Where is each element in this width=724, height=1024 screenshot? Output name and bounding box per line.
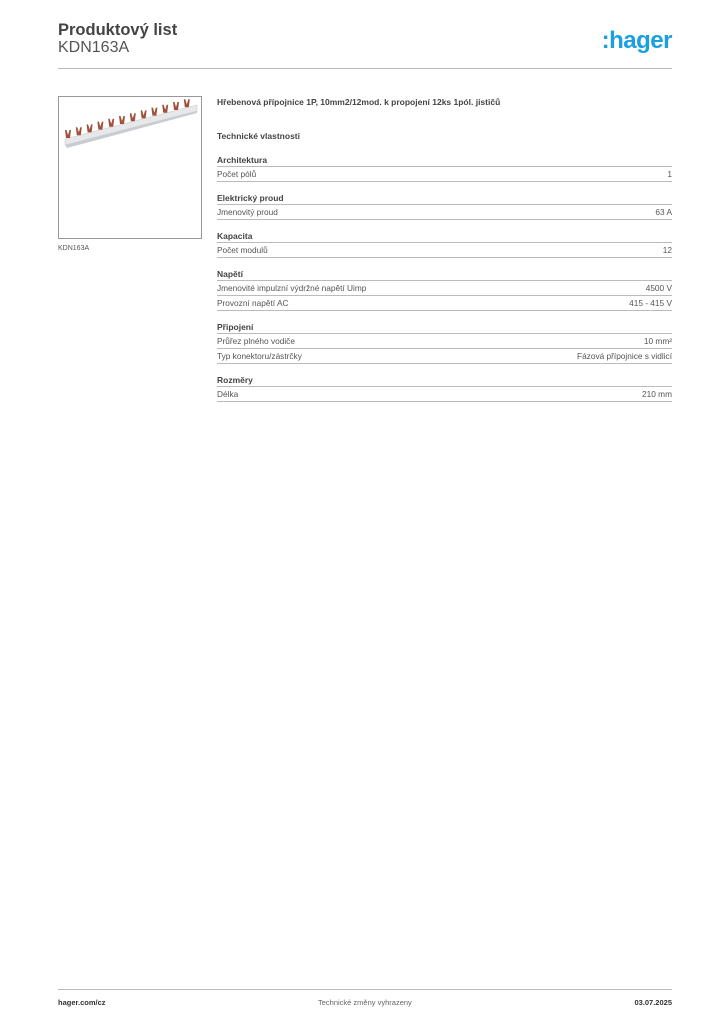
product-image xyxy=(58,96,202,239)
spec-value: 210 mm xyxy=(642,389,672,399)
spec-row: Jmenovitý proud 63 A xyxy=(217,205,672,220)
header-divider xyxy=(58,68,672,69)
fork-terminal xyxy=(65,130,71,138)
spec-group-title: Rozměry xyxy=(217,373,672,387)
spec-value: 12 xyxy=(662,245,672,255)
spec-value: Fázová přípojnice s vidlicí xyxy=(577,351,672,361)
spec-row: Počet modulů 12 xyxy=(217,243,672,258)
spec-value: 4500 V xyxy=(645,283,672,293)
fork-terminal xyxy=(173,102,179,110)
specs-title: Technické vlastnosti xyxy=(217,131,300,141)
spec-value: 10 mm² xyxy=(643,336,672,346)
fork-terminal xyxy=(86,124,93,133)
spec-column: Hřebenová přípojnice 1P, 10mm2/12mod. k … xyxy=(217,96,672,411)
spec-value: 415 - 415 V xyxy=(629,298,672,308)
fork-terminal xyxy=(183,99,190,108)
footer-date: 03.07.2025 xyxy=(634,998,672,1007)
product-code: KDN163A xyxy=(58,39,130,56)
spec-label: Jmenovitý proud xyxy=(217,207,278,217)
fork-terminal xyxy=(119,116,125,124)
spec-row: Typ konektoru/zástrčky Fázová přípojnice … xyxy=(217,349,672,364)
spec-group-title: Architektura xyxy=(217,153,672,167)
footer-divider xyxy=(58,989,672,990)
footer-website[interactable]: hager.com/cz xyxy=(58,998,106,1007)
spec-group-title: Kapacita xyxy=(217,229,672,243)
product-description: Hřebenová přípojnice 1P, 10mm2/12mod. k … xyxy=(217,97,501,107)
spec-label: Délka xyxy=(217,389,239,399)
spec-row: Provozní napětí AC 415 - 415 V xyxy=(217,296,672,311)
spec-value: 1 xyxy=(667,169,672,179)
fork-terminal xyxy=(97,121,104,130)
spec-label: Počet modulů xyxy=(217,245,268,255)
busbar-illustration xyxy=(64,99,198,148)
spec-row: Průřez plného vodiče 10 mm² xyxy=(217,334,672,349)
spec-label: Typ konektoru/zástrčky xyxy=(217,351,302,361)
spec-row: Jmenovité impulzní výdržné napětí Uimp 45… xyxy=(217,281,672,296)
fork-terminal xyxy=(151,107,158,116)
spec-group-title: Napětí xyxy=(217,267,672,281)
spec-row: Počet pólů 1 xyxy=(217,167,672,182)
fork-terminal xyxy=(162,104,169,113)
spec-label: Počet pólů xyxy=(217,169,257,179)
spec-row: Délka 210 mm xyxy=(217,387,672,402)
spec-label: Jmenovité impulzní výdržné napětí Uimp xyxy=(217,283,367,293)
fork-terminal xyxy=(140,110,147,119)
fork-terminal xyxy=(108,118,115,127)
hager-logo: :hager xyxy=(601,27,673,54)
footer-notice: Technické změny vyhrazeny xyxy=(318,998,412,1007)
page-title: Produktový list xyxy=(58,21,178,39)
fork-terminal xyxy=(129,113,136,122)
spec-label: Průřez plného vodiče xyxy=(217,336,295,346)
spec-label: Provozní napětí AC xyxy=(217,298,289,308)
spec-group-title: Elektrický proud xyxy=(217,191,672,205)
image-caption: KDN163A xyxy=(58,245,90,252)
fork-terminal xyxy=(75,127,82,136)
spec-value: 63 A xyxy=(655,207,672,217)
spec-group-title: Připojení xyxy=(217,320,672,334)
